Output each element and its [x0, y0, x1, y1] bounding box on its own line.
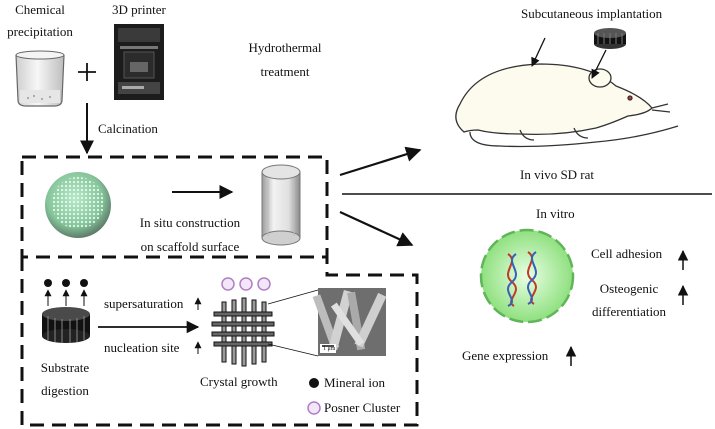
label-gene-expression: Gene expression	[462, 348, 549, 363]
mineral-ion-legend-dot	[309, 378, 319, 388]
label-supersaturation: supersaturation	[104, 296, 184, 311]
implant-arrow-right	[591, 49, 607, 79]
label-subcutaneous-implantation: Subcutaneous implantation	[521, 6, 663, 21]
label-hydrothermal: Hydrothermal	[248, 40, 322, 55]
zoom-line-bottom	[267, 343, 319, 357]
in-vitro-arrow	[339, 211, 414, 247]
released-ions	[44, 279, 88, 306]
label-precipitation: precipitation	[7, 24, 73, 39]
plus-icon	[78, 63, 96, 81]
label-differentiation: differentiation	[591, 304, 667, 319]
substrate-scaffold-image	[42, 307, 90, 343]
label-nucleation-site: nucleation site	[104, 340, 180, 355]
implant-arrow-left	[531, 37, 546, 67]
label-treatment: treatment	[260, 64, 310, 79]
zoom-line-top	[267, 289, 319, 305]
sem-micrograph	[312, 288, 387, 356]
label-chemical: Chemical	[15, 2, 65, 17]
posner-cluster-group	[221, 277, 271, 291]
label-osteogenic: Osteogenic	[599, 281, 659, 296]
cell-illustration	[479, 228, 575, 324]
hydrothermal-dashed-box	[20, 155, 329, 259]
label-calcination: Calcination	[98, 121, 158, 136]
label-3d-printer: 3D printer	[112, 2, 166, 17]
label-in-vivo: In vivo SD rat	[520, 167, 595, 182]
posner-cluster-legend-icon	[307, 401, 321, 415]
label-substrate: Substrate	[40, 360, 90, 375]
label-mineral-ion: Mineral ion	[324, 375, 386, 390]
beaker-icon	[15, 50, 65, 107]
label-on-scaffold-surface: on scaffold surface	[140, 239, 240, 254]
label-cell-adhesion: Cell adhesion	[591, 246, 663, 261]
crystal-lattice	[211, 297, 275, 367]
label-crystal-growth: Crystal growth	[200, 374, 278, 389]
label-in-vitro: In vitro	[536, 206, 575, 221]
label-posner-cluster: Posner Cluster	[324, 400, 401, 415]
sem-scale-label: 1 μm	[323, 346, 336, 352]
3d-printer-image	[114, 24, 164, 100]
label-in-situ-construction: In situ construction	[139, 215, 241, 230]
in-vivo-arrow	[339, 146, 422, 177]
implant-scaffold-icon	[594, 28, 626, 49]
label-digestion: digestion	[41, 383, 89, 398]
scaffold-disc-image	[45, 172, 111, 238]
lower-dashed-box	[20, 257, 419, 427]
rat-illustration	[455, 63, 679, 148]
coated-cylinder-image	[261, 164, 301, 246]
